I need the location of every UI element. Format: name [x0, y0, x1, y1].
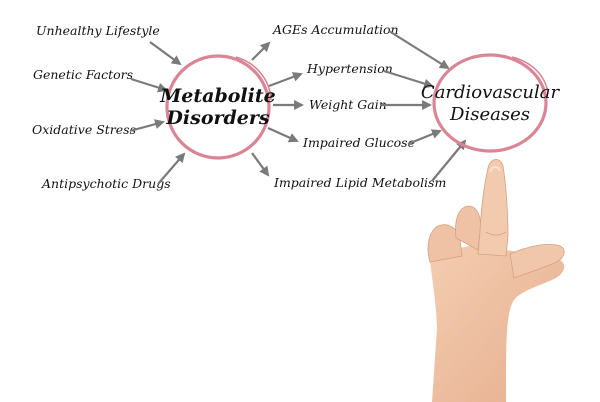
- effect-label-impaired-glucose: Impaired Glucose: [302, 135, 415, 150]
- arrow-to-impaired-lipid-metabolism: [251, 152, 270, 177]
- center-node: Metabolite Disorders: [159, 54, 276, 160]
- outcome-label-line2: Diseases: [449, 104, 530, 125]
- outcome-label-line1: Cardiovascular: [421, 82, 561, 103]
- cause-label-antipsychotic-drugs: Antipsychotic Drugs: [41, 176, 171, 191]
- effect-label-ages-accumulation: AGEs Accumulation: [272, 22, 399, 37]
- cause-label-oxidative-stress: Oxidative Stress: [32, 122, 136, 137]
- outcome-circle-brush-stroke: [511, 56, 549, 95]
- effect-label-impaired-lipid-metabolism: Impaired Lipid Metabolism: [273, 175, 446, 190]
- arrow-to-ages-accumulation: [251, 41, 271, 61]
- cause-label-unhealthy-lifestyle: Unhealthy Lifestyle: [36, 23, 160, 38]
- arrow-genetic-factors: [130, 77, 168, 93]
- arrow-oxidative-stress: [129, 119, 165, 133]
- arrow-to-hypertension: [268, 72, 303, 88]
- arrow-impaired-glucose-to-outcome: [407, 129, 442, 146]
- arrow-lipid-to-outcome: [431, 139, 467, 182]
- arrow-ages-to-outcome: [388, 30, 450, 70]
- pointing-hand-icon: [427, 159, 565, 402]
- outcome-node: Cardiovascular Diseases: [421, 53, 561, 153]
- arrow-to-impaired-glucose: [267, 126, 299, 143]
- cause-label-genetic-factors: Genetic Factors: [33, 67, 133, 82]
- center-label-line2: Disorders: [165, 107, 269, 129]
- arrow-unhealthy-lifestyle: [149, 41, 182, 66]
- arrow-hypertension-to-outcome: [383, 69, 434, 89]
- outcome-circle-outline: [432, 53, 548, 153]
- arrow-antipsychotic-drugs: [157, 152, 186, 185]
- center-circle-brush-stroke: [235, 56, 272, 101]
- effect-label-hypertension: Hypertension: [306, 61, 393, 76]
- center-label-line1: Metabolite: [159, 85, 275, 107]
- effect-label-weight-gain: Weight Gain: [309, 97, 387, 112]
- center-circle-outline: [165, 54, 271, 160]
